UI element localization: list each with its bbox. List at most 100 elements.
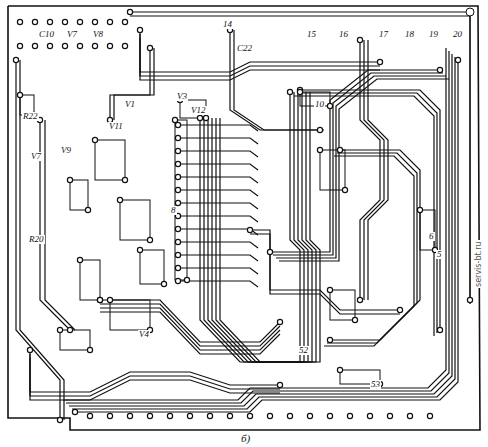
copper-trace [250, 230, 400, 310]
caption: б) [240, 433, 251, 445]
solder-pad [67, 327, 72, 332]
solder-pad [77, 43, 82, 48]
copper-trace [114, 48, 154, 120]
callout-label: V9 [60, 146, 72, 155]
copper-trace [250, 234, 400, 314]
callout-label: 16 [338, 30, 349, 39]
solder-pad [97, 297, 102, 302]
solder-pad [92, 43, 97, 48]
solder-pad [175, 200, 180, 205]
callout-label: 53 [370, 380, 381, 389]
solder-pad [352, 317, 357, 322]
callout-label: V7 [30, 152, 42, 161]
copper-trace [178, 151, 258, 157]
callout-label: 15 [306, 30, 317, 39]
solder-pad [467, 297, 472, 302]
solder-pad [175, 174, 180, 179]
solder-pad [437, 67, 442, 72]
callout-label: V4 [138, 330, 150, 339]
solder-pad [297, 89, 302, 94]
callout-label: 17 [378, 30, 389, 39]
callout-label: V3 [176, 92, 188, 101]
solder-pad [397, 307, 402, 312]
solder-pad [92, 137, 97, 142]
callout-label: C22 [236, 44, 253, 53]
solder-pad [437, 327, 442, 332]
solder-pad [342, 187, 347, 192]
copper-trace [130, 16, 470, 304]
copper-trace [178, 229, 258, 235]
solder-pad [97, 297, 102, 302]
solder-pad [175, 239, 180, 244]
solder-pad [175, 187, 180, 192]
callout-label: 19 [428, 30, 439, 39]
copper-trace [230, 30, 320, 130]
solder-pad [317, 127, 322, 132]
solder-pad [337, 367, 342, 372]
solder-pad [327, 337, 332, 342]
copper-trace [100, 312, 280, 354]
component-outline [80, 260, 100, 300]
copper-trace [178, 255, 258, 261]
mount-hole [466, 8, 474, 16]
solder-pad [92, 19, 97, 24]
solder-pad [17, 19, 22, 24]
copper-trace [16, 60, 60, 420]
solder-pad [247, 227, 252, 232]
solder-pad [17, 92, 22, 97]
solder-pad [62, 19, 67, 24]
copper-trace [72, 57, 455, 409]
copper-trace [178, 138, 258, 144]
copper-trace [178, 125, 258, 131]
solder-pad [184, 277, 189, 282]
solder-pad [122, 177, 127, 182]
solder-pad [47, 19, 52, 24]
copper-trace [69, 54, 452, 406]
solder-pad [367, 413, 372, 418]
copper-trace [140, 38, 380, 80]
solder-pad [67, 177, 72, 182]
solder-pad [32, 43, 37, 48]
callout-label: V8 [92, 30, 104, 39]
solder-pad [337, 147, 342, 152]
solder-pad [72, 409, 77, 414]
copper-trace [178, 242, 258, 248]
solder-pad [197, 115, 202, 120]
solder-pad [187, 413, 192, 418]
solder-pad [13, 57, 18, 62]
copper-trace [364, 40, 384, 300]
component-outline [60, 330, 90, 350]
solder-pad [175, 161, 180, 166]
solder-pad [77, 19, 82, 24]
copper-trace [20, 60, 64, 420]
copper-trace [212, 92, 312, 362]
solder-pad [357, 297, 362, 302]
copper-trace [75, 60, 458, 412]
callout-label: 18 [404, 30, 415, 39]
solder-pad [57, 417, 62, 422]
solder-pad [327, 287, 332, 292]
solder-pad [172, 117, 177, 122]
solder-pad [175, 226, 180, 231]
solder-pad [167, 413, 172, 418]
solder-pad [287, 89, 292, 94]
solder-pad [427, 413, 432, 418]
copper-trace [30, 358, 280, 400]
solder-pad [417, 207, 422, 212]
solder-pad [307, 413, 312, 418]
copper-trace [178, 268, 258, 274]
solder-pad [327, 413, 332, 418]
solder-pad [161, 281, 166, 286]
component-outline [70, 180, 88, 210]
solder-pad [175, 252, 180, 257]
solder-pad [207, 413, 212, 418]
component-outline [140, 250, 164, 284]
solder-pad [32, 19, 37, 24]
copper-trace [360, 40, 380, 300]
callout-label: 14 [222, 20, 233, 29]
callout-label: 5 [436, 250, 443, 259]
solder-pad [47, 43, 52, 48]
solder-pad [347, 413, 352, 418]
